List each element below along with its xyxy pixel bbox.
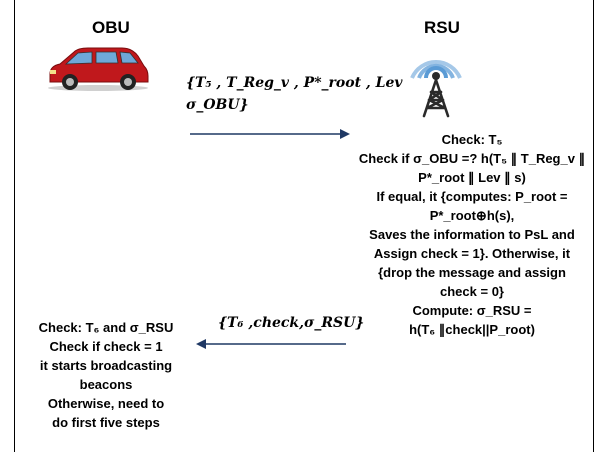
rsu-step-line: Assign check = 1}. Otherwise, it xyxy=(373,246,571,261)
arrow-obu-to-rsu xyxy=(190,129,350,139)
message1-line1: {T₅ , T_Reg_v , P*_root , Lev xyxy=(186,75,403,91)
rsu-step-line: Check if σ_OBU =? h(T₅ ∥ T_Reg_v ∥ xyxy=(358,151,586,166)
obu-step-line: it starts broadcasting xyxy=(39,358,173,373)
rsu-step-line: Saves the information to PsL and xyxy=(369,227,575,242)
rsu-step-line: Compute: σ_RSU = xyxy=(412,303,532,318)
diagram-frame xyxy=(14,0,594,452)
obu-step-line: do first five steps xyxy=(52,415,160,430)
car-icon xyxy=(48,47,149,91)
rsu-step-line: If equal, it {computes: P_root = xyxy=(376,189,568,204)
obu-label: OBU xyxy=(92,18,130,37)
antenna-tower-icon xyxy=(410,60,462,118)
message1-text: {T₅ , T_Reg_v , P*_root , Lev σ_OBU} xyxy=(186,72,403,116)
arrow-rsu-to-obu xyxy=(196,339,346,349)
obu-step-line: Check if check = 1 xyxy=(49,339,163,354)
obu-steps: Check: T₆ and σ_RSU Check if check = 1 it … xyxy=(20,318,192,432)
message2-text: {T₆ ,check,σ_RSU} xyxy=(218,315,365,331)
rsu-step-line: Check: T₅ xyxy=(441,132,503,147)
obu-step-line: beacons xyxy=(79,377,133,392)
rsu-step-line: check = 0} xyxy=(440,284,504,299)
rsu-step-line: P*_root⊕h(s), xyxy=(429,208,515,223)
rsu-step-line: {drop the message and assign xyxy=(378,265,566,280)
rsu-step-line: P*_root ∥ Lev ∥ s) xyxy=(418,170,526,185)
rsu-steps: Check: T₅ Check if σ_OBU =? h(T₅ ∥ T_Reg_… xyxy=(354,130,590,339)
message1-line2: σ_OBU} xyxy=(186,97,249,113)
rsu-step-line: h(T₆ ∥check||P_root) xyxy=(409,322,535,337)
obu-step-line: Otherwise, need to xyxy=(47,396,165,411)
rsu-label: RSU xyxy=(424,18,460,37)
obu-step-line: Check: T₆ and σ_RSU xyxy=(38,320,174,335)
